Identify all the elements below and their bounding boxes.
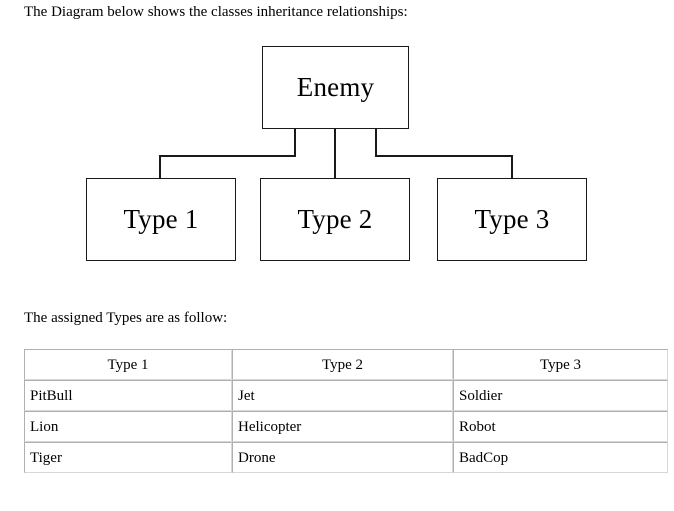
connector-enemy-to-type3-horizontal xyxy=(375,155,513,157)
table-row: PitBull Jet Soldier xyxy=(24,380,668,411)
types-caption: The assigned Types are as follow: xyxy=(24,310,228,326)
connector-enemy-to-type1-horizontal xyxy=(159,155,296,157)
connector-enemy-to-type3-stub xyxy=(375,129,377,156)
diagram-node-type2: Type 2 xyxy=(260,178,410,261)
table-cell: Drone xyxy=(232,442,453,473)
diagram-node-type3: Type 3 xyxy=(437,178,587,261)
connector-enemy-to-type2 xyxy=(334,129,336,179)
assigned-types-table: Type 1 Type 2 Type 3 PitBull Jet Soldier… xyxy=(24,349,668,473)
table-row: Lion Helicopter Robot xyxy=(24,411,668,442)
table-header-type1: Type 1 xyxy=(24,349,232,380)
table-header-type3: Type 3 xyxy=(453,349,668,380)
table-row: Tiger Drone BadCop xyxy=(24,442,668,473)
table-cell: BadCop xyxy=(453,442,668,473)
table-header-row: Type 1 Type 2 Type 3 xyxy=(24,349,668,380)
diagram-node-type1-label: Type 1 xyxy=(123,204,199,234)
diagram-node-type3-label: Type 3 xyxy=(474,204,550,234)
table-cell: Tiger xyxy=(24,442,232,473)
connector-enemy-to-type3-drop xyxy=(511,155,513,179)
table-cell: PitBull xyxy=(24,380,232,411)
table-cell: Soldier xyxy=(453,380,668,411)
diagram-node-type1: Type 1 xyxy=(86,178,236,261)
table-cell: Lion xyxy=(24,411,232,442)
diagram-node-enemy-label: Enemy xyxy=(296,72,375,102)
connector-enemy-to-type1-stub xyxy=(294,129,296,156)
table-cell: Jet xyxy=(232,380,453,411)
diagram-node-type2-label: Type 2 xyxy=(297,204,373,234)
class-inheritance-diagram: Enemy Type 1 Type 2 Type 3 xyxy=(86,46,587,261)
diagram-caption: The Diagram below shows the classes inhe… xyxy=(24,4,408,20)
table-cell: Robot xyxy=(453,411,668,442)
diagram-node-enemy: Enemy xyxy=(262,46,409,129)
table-header-type2: Type 2 xyxy=(232,349,453,380)
table-cell: Helicopter xyxy=(232,411,453,442)
connector-enemy-to-type1-drop xyxy=(159,155,161,179)
